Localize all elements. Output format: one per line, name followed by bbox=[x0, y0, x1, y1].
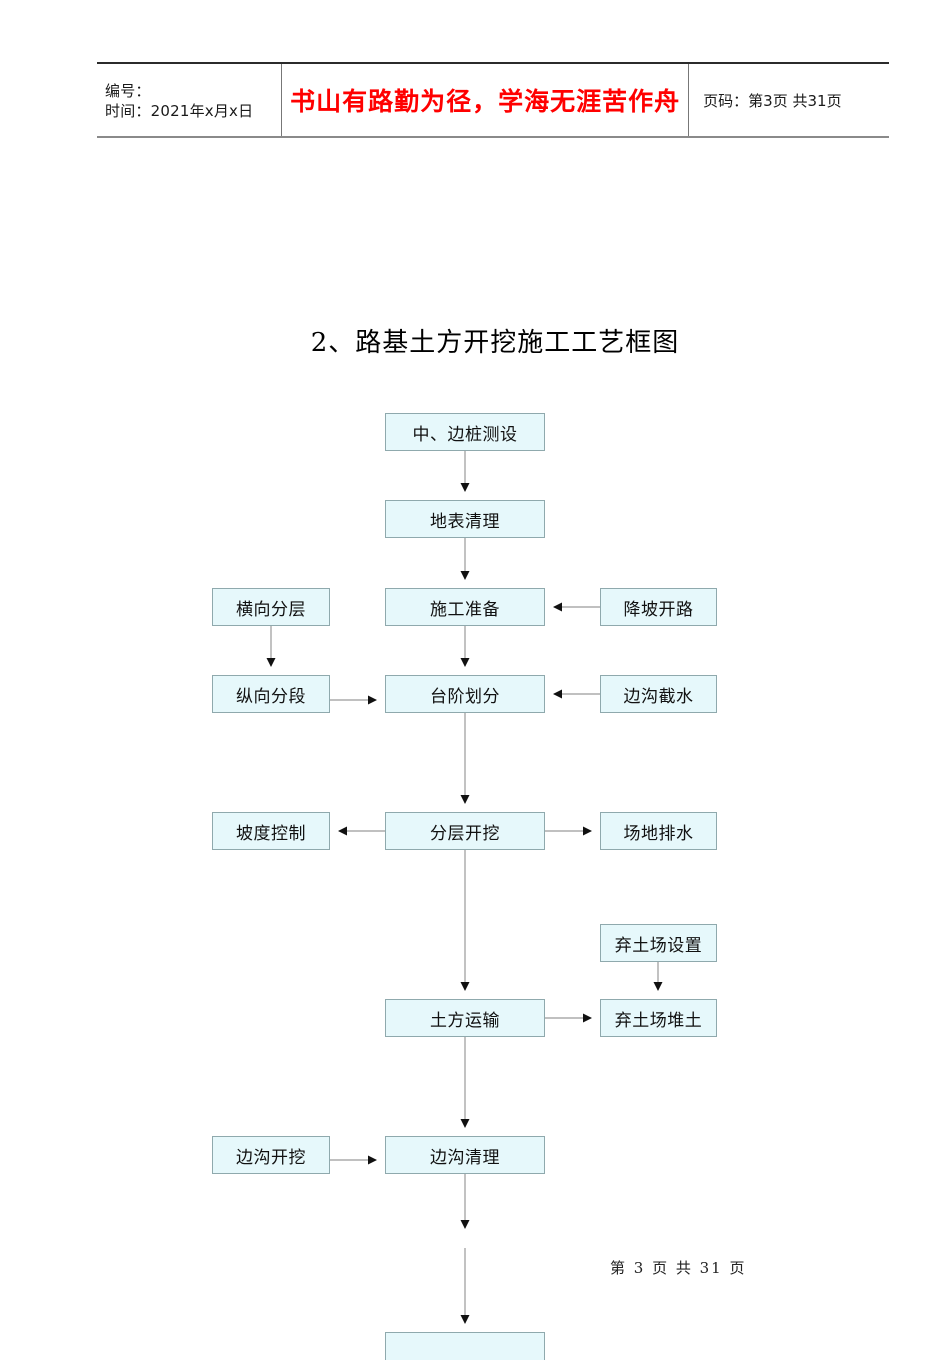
flow-node-hengxiangfenceng[interactable]: 横向分层 bbox=[212, 588, 330, 626]
footer-page-number: 第 3 页 共 31 页 bbox=[610, 1259, 747, 1277]
flow-node-label: 坡度控制 bbox=[236, 823, 306, 844]
header-cell-slogan: 书山有路勤为径，学海无涯苦作舟 bbox=[282, 64, 690, 136]
flow-node-label: 施工准备 bbox=[430, 599, 500, 620]
flow-node-qituchangduitu[interactable]: 弃土场堆土 bbox=[600, 999, 717, 1037]
flow-node-qituchangshezhi[interactable]: 弃土场设置 bbox=[600, 924, 717, 962]
flow-node-zhongbianzhuangceshe[interactable]: 中、边桩测设 bbox=[385, 413, 545, 451]
flow-node-jiangpokailu[interactable]: 降坡开路 bbox=[600, 588, 717, 626]
flow-node-label: 弃土场堆土 bbox=[614, 1010, 703, 1031]
flow-node-label: 场地排水 bbox=[623, 823, 694, 844]
flow-node-label: 地表清理 bbox=[430, 511, 500, 532]
flow-node-label: 降坡开路 bbox=[623, 599, 694, 620]
header-date-label: 时间：2021年x月x日 bbox=[105, 102, 254, 120]
header-slogan-text: 书山有路勤为径，学海无涯苦作舟 bbox=[290, 87, 681, 116]
flow-node-label: 边沟开挖 bbox=[236, 1147, 306, 1168]
page-header-table: 编号： 时间：2021年x月x日 书山有路勤为径，学海无涯苦作舟 页码：第3页 … bbox=[97, 62, 889, 138]
header-cell-document-meta: 编号： 时间：2021年x月x日 bbox=[97, 64, 283, 136]
flow-node-dibiaoqingli[interactable]: 地表清理 bbox=[385, 500, 545, 538]
flow-node-tufangyunshu[interactable]: 土方运输 bbox=[385, 999, 545, 1037]
flow-node-bianggoukaiwa[interactable]: 边沟开挖 bbox=[212, 1136, 330, 1174]
flow-node-bianggoujieshui[interactable]: 边沟截水 bbox=[600, 675, 717, 713]
flow-node-label: 弃土场设置 bbox=[614, 935, 703, 956]
flow-node-next-page-partial[interactable] bbox=[385, 1332, 545, 1360]
flow-node-label: 分层开挖 bbox=[430, 823, 500, 844]
header-page-number-text: 页码：第3页 共31页 bbox=[703, 91, 842, 110]
flow-node-label: 中、边桩测设 bbox=[412, 424, 518, 445]
flow-node-bianggouqingli[interactable]: 边沟清理 bbox=[385, 1136, 545, 1174]
section-title: 2、路基土方开挖施工工艺框图 bbox=[310, 328, 680, 358]
flow-node-fencengkaiwa[interactable]: 分层开挖 bbox=[385, 812, 545, 850]
flow-node-label: 边沟截水 bbox=[623, 686, 694, 707]
header-cell-pagination: 页码：第3页 共31页 bbox=[689, 64, 889, 136]
flow-node-label: 横向分层 bbox=[236, 599, 306, 620]
flow-node-shigongzhunbei[interactable]: 施工准备 bbox=[385, 588, 545, 626]
header-serial-number-label: 编号： bbox=[105, 82, 151, 100]
flow-node-label: 纵向分段 bbox=[236, 686, 306, 707]
flow-node-podukongzhi[interactable]: 坡度控制 bbox=[212, 812, 330, 850]
flow-node-zongxiangfenduan[interactable]: 纵向分段 bbox=[212, 675, 330, 713]
flow-node-label: 台阶划分 bbox=[430, 686, 500, 707]
flow-node-label: 土方运输 bbox=[430, 1010, 500, 1031]
flow-node-taijiehuafen[interactable]: 台阶划分 bbox=[385, 675, 545, 713]
flow-node-label: 边沟清理 bbox=[430, 1147, 500, 1168]
flow-node-changdipaishui[interactable]: 场地排水 bbox=[600, 812, 717, 850]
